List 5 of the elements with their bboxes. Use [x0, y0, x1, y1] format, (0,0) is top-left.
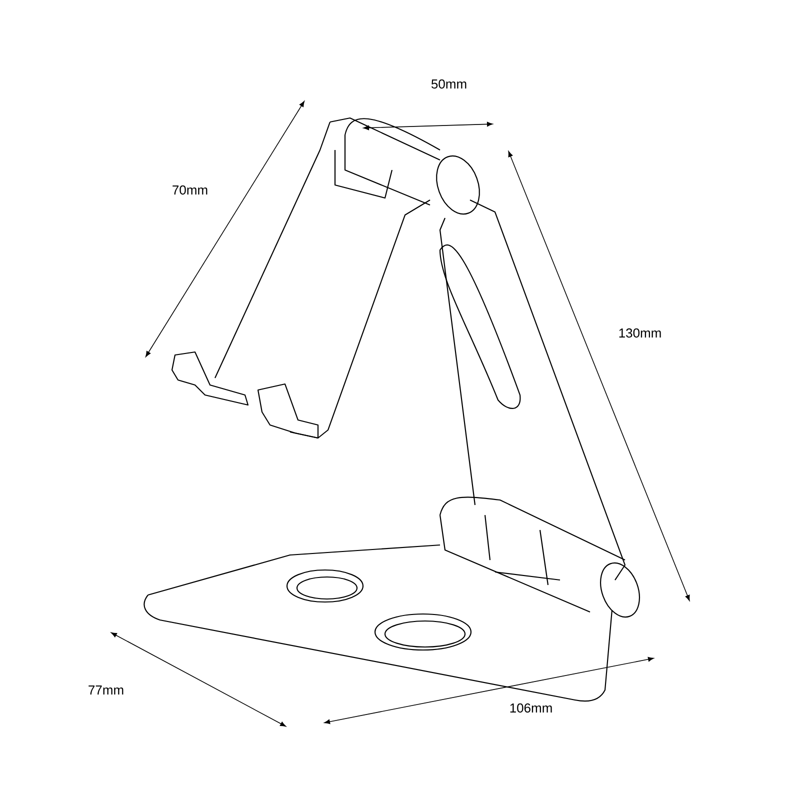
dimension-label: 70mm — [172, 185, 208, 195]
dimension-label: 130mm — [619, 328, 661, 338]
dimension-label: 106mm — [510, 703, 552, 713]
dimension-label: 77mm — [88, 686, 124, 694]
dimension-label: 50mm — [431, 79, 466, 89]
